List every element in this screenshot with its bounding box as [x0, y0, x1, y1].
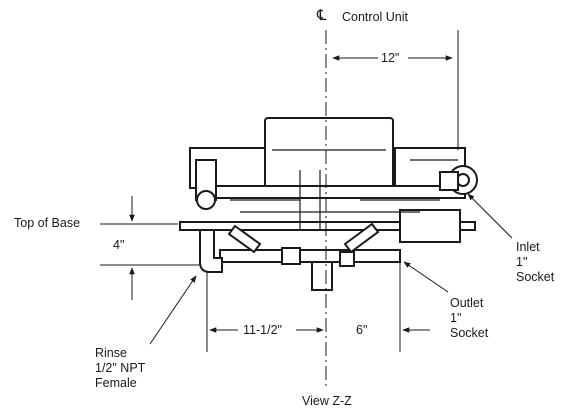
- dim-4-label: 4": [113, 238, 125, 252]
- fitting-b: [339, 251, 355, 267]
- inlet-callout-line-3: Socket: [516, 270, 555, 284]
- right-diagonal-valve: [343, 222, 380, 254]
- upper-manifold: [199, 185, 466, 199]
- dim-6-label: 6": [356, 323, 368, 337]
- left-diagonal-valve: [227, 224, 262, 254]
- outlet-leader: [403, 261, 449, 293]
- inlet-callout-line-2: 1": [516, 255, 528, 269]
- center-drain: [311, 261, 333, 291]
- top-of-base-label: Top of Base: [14, 216, 81, 230]
- inlet-coupler: [439, 171, 459, 191]
- rinse-leader: [149, 275, 197, 345]
- fitting-a: [281, 247, 301, 265]
- rinse-callout-line-2: 1/2" NPT: [95, 361, 146, 375]
- view-label: View Z-Z: [302, 394, 352, 408]
- rinse-callout-line-1: Rinse: [95, 346, 127, 360]
- outlet-callout-line-2: 1": [450, 311, 462, 325]
- outlet-callout-line-3: Socket: [450, 326, 489, 340]
- outlet-callout-line-1: Outlet: [450, 296, 484, 310]
- centerline-symbol: ℄: [317, 7, 327, 24]
- inlet-callout-line-1: Inlet: [516, 240, 540, 254]
- dim-11-label: 11-1/2": [243, 323, 282, 337]
- rinse-callout: Rinse 1/2" NPT Female: [95, 346, 145, 391]
- lower-housing: [399, 209, 461, 243]
- rinse-callout-line-3: Female: [95, 376, 137, 390]
- control-unit-label: Control Unit: [342, 10, 408, 24]
- left-valve-knob: [196, 190, 216, 210]
- lower-pipe: [219, 249, 401, 263]
- base-plate: [179, 221, 476, 231]
- dim-12-label: 12": [381, 51, 400, 65]
- inlet-leader: [467, 193, 513, 239]
- inlet-callout: Inlet 1" Socket: [516, 240, 554, 285]
- control-housing: [264, 117, 394, 191]
- outlet-callout: Outlet 1" Socket: [450, 296, 488, 341]
- rinse-elbow: [199, 229, 223, 273]
